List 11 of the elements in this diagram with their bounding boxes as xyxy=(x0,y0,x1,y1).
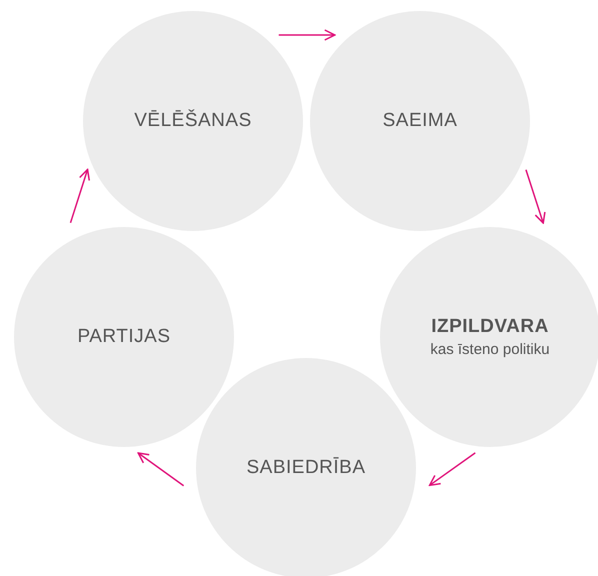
arrow xyxy=(428,452,476,486)
node-title: SABIEDRĪBA xyxy=(246,456,366,480)
arrow xyxy=(70,168,90,224)
arrow xyxy=(525,170,546,224)
node-title: SAEIMA xyxy=(382,109,458,133)
arrow xyxy=(137,452,184,486)
node-subtitle: kas īsteno politiku xyxy=(430,340,550,360)
node-title: VĒLĒŠANAS xyxy=(134,109,252,133)
arrow xyxy=(278,29,336,41)
node-title: IZPILDVARA xyxy=(431,314,549,338)
node-title: PARTIJAS xyxy=(77,325,171,349)
